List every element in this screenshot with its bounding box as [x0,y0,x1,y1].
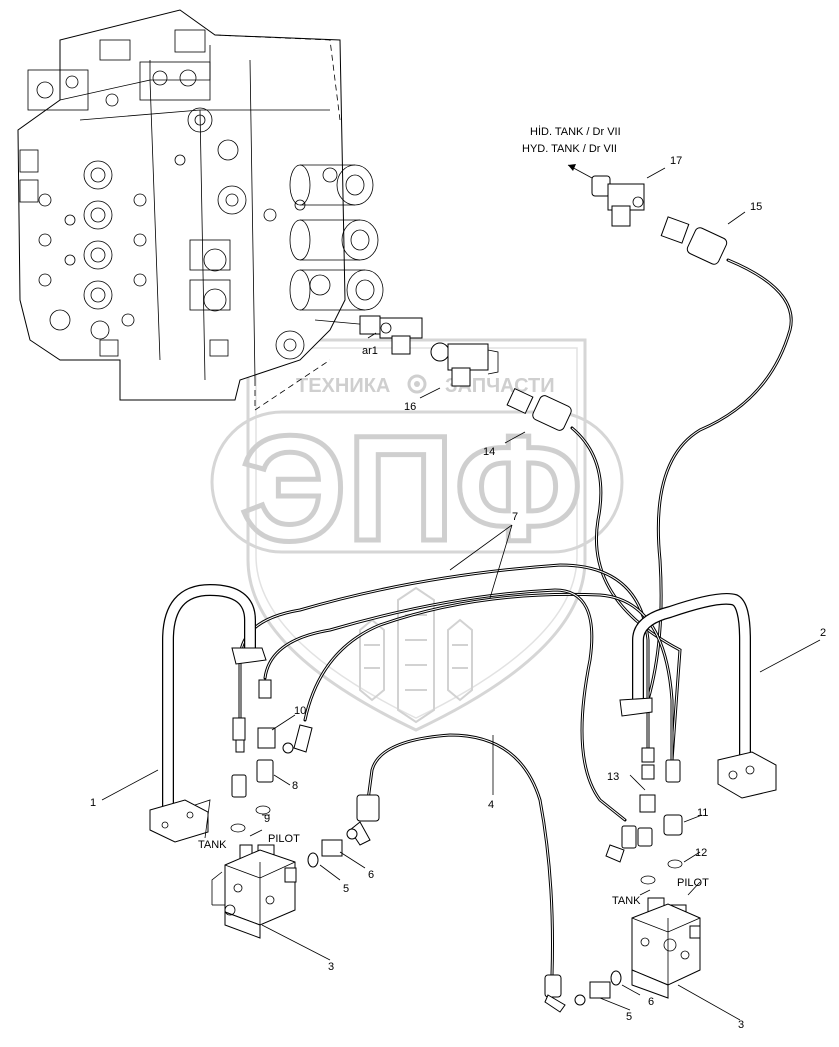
watermark-big-letters: ЭПФ [240,404,583,572]
callout-7: 7 [512,511,518,523]
callout-5-right: 5 [626,1011,632,1023]
fitting-ar1 [314,315,423,355]
hose-end-14 [506,387,572,431]
pilot-hose-7b [303,592,674,762]
callout-6-left: 6 [368,869,374,881]
callout-12: 12 [695,847,707,859]
valve-block-3-left [211,849,297,939]
callout-2: 2 [820,627,826,639]
callout-13: 13 [607,771,619,783]
watermark-right-word: ЗАПЧАСТИ [445,375,555,397]
callout-17: 17 [670,155,682,167]
destination-label-1: HİD. TANK / Dr VII [530,125,621,138]
leader-lines [101,167,821,1021]
callout-3-left: 3 [328,961,334,973]
callout-ar1: ar1 [362,345,378,357]
tank-tag-left: TANK [198,839,227,851]
left-side-fittings-5-6 [307,828,358,868]
watermark-oval [210,410,624,554]
pilot-tag-right: PILOT [677,877,709,889]
hose-end-15 [660,216,728,265]
callout-6-right: 6 [648,996,654,1008]
watermark-left-word: ТЕХНИКА [296,375,390,397]
callout-14: 14 [483,446,495,458]
watermark-shield [246,338,587,732]
callout-4: 4 [488,799,494,811]
pilot-tag-left: PILOT [268,833,300,845]
callout-10: 10 [294,705,306,717]
hose-4 [349,733,566,1013]
steel-tube-1 [149,584,267,843]
watermark-logo: ТЕХНИКА ЗАПЧАСТИ ЭПФ [210,338,624,732]
steel-tube-2 [619,592,777,799]
right-side-fittings-5-6 [574,970,622,1006]
callout-15: 15 [750,201,762,213]
callout-8: 8 [292,780,298,792]
callout-1: 1 [90,797,96,809]
callout-3-right: 3 [738,1019,744,1031]
pilot-hose-7a [238,563,650,762]
watermark-gear-icon [407,374,427,394]
tee-fitting-17 [567,164,645,227]
callout-11: 11 [697,807,708,819]
control-valve-block [17,9,384,411]
callout-16: 16 [404,401,416,413]
destination-label-2: HYD. TANK / Dr VII [522,143,617,155]
callout-9: 9 [264,813,270,825]
tank-tag-right: TANK [612,895,641,907]
callout-5-left: 5 [343,883,349,895]
valve-block-3-right [631,903,701,999]
pilot-hose-7c [263,588,627,822]
tee-fitting-16 [430,342,499,387]
